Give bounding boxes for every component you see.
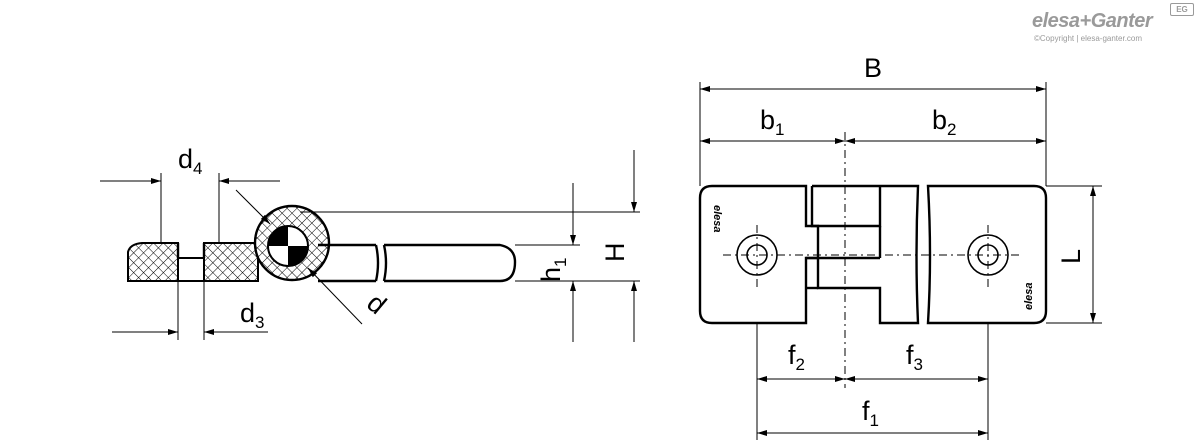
dim-b2: b2: [932, 105, 957, 139]
dim-f2: f2: [788, 340, 805, 374]
dim-L: L: [1056, 249, 1086, 264]
section-hatch-right: [203, 242, 259, 282]
top-view: elesa elesa B b1 b2 L: [698, 53, 1102, 440]
brand-logo: elesa+Ganter: [1032, 10, 1153, 32]
brand-badge: EG: [1170, 3, 1194, 16]
brand-copyright: ©Copyright | elesa-ganter.com: [1034, 34, 1143, 43]
countersink-hole: [177, 257, 205, 282]
section-hatch-left: [127, 242, 179, 282]
dim-h1: h1: [536, 258, 570, 283]
dim-f1: f1: [862, 396, 879, 430]
side-plate-outline: [318, 243, 517, 283]
dim-d3: d3: [240, 298, 265, 332]
right-leaf: [926, 184, 1048, 325]
dim-f3: f3: [906, 340, 923, 374]
center-knuckle: [812, 184, 920, 325]
dim-d4: d4: [178, 144, 203, 178]
logo-right: elesa: [1023, 282, 1035, 310]
dim-b1: b1: [760, 105, 785, 139]
logo-left: elesa: [711, 205, 723, 233]
dim-B: B: [864, 53, 882, 83]
dim-d: d: [361, 287, 392, 320]
dim-H: H: [600, 243, 630, 263]
side-view: d4 d3 d h1 H: [100, 144, 640, 342]
